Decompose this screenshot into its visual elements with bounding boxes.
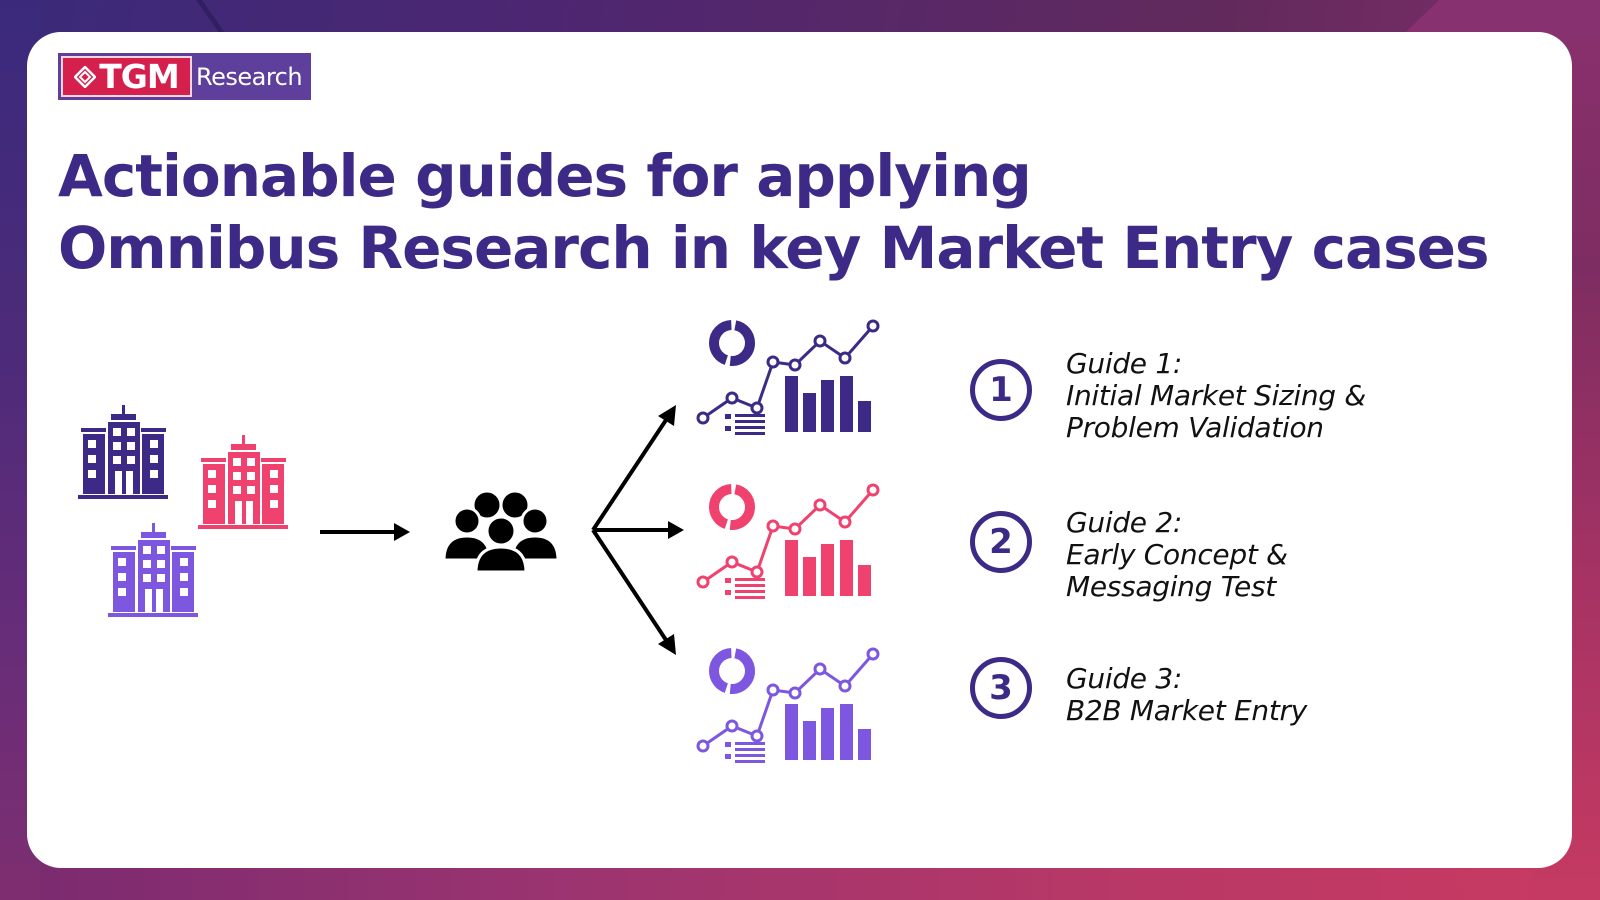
guide-text: Guide 1: Initial Market Sizing & Problem… [1066, 348, 1366, 444]
guide-heading: Guide 3: [1066, 662, 1182, 695]
guide-number-badge: 2 [970, 511, 1032, 573]
guide-number: 2 [989, 522, 1013, 562]
guide-heading: Guide 1: [1066, 347, 1182, 380]
branch-arrows-icon [591, 405, 684, 655]
guide-item-2: 2 Guide 2: Early Concept & Messaging Tes… [970, 507, 1288, 603]
group-of-people-icon [442, 489, 560, 572]
guide-number-badge: 3 [970, 657, 1032, 719]
logo-brand-suffix: Research [196, 62, 303, 91]
guide-text: Guide 2: Early Concept & Messaging Test [1066, 507, 1288, 603]
guide-number-badge: 1 [970, 359, 1032, 421]
building-icon [78, 405, 168, 499]
tgm-research-logo: TGM Research [58, 53, 311, 100]
arrow-right-icon [320, 523, 410, 541]
guide-description-line: Messaging Test [1066, 570, 1276, 603]
page-title-line-2: Omnibus Research in key Market Entry cas… [58, 214, 1490, 282]
diamond-logo-icon [74, 65, 97, 88]
analytics-dashboard-icon [696, 483, 880, 599]
building-icon [108, 523, 198, 617]
guide-description-line: B2B Market Entry [1066, 694, 1307, 727]
guide-number: 3 [989, 668, 1013, 708]
logo-brand-mark: TGM [99, 57, 179, 96]
analytics-dashboard-icon [696, 647, 880, 763]
analytics-dashboard-icon [696, 319, 880, 435]
logo-mark: TGM [61, 56, 192, 97]
guide-number: 1 [989, 370, 1013, 410]
guide-description-line: Early Concept & [1066, 538, 1288, 571]
guide-description-line: Initial Market Sizing & [1066, 379, 1366, 412]
guide-item-1: 1 Guide 1: Initial Market Sizing & Probl… [970, 348, 1366, 444]
page-title: Actionable guides for applying Omnibus R… [58, 140, 1518, 284]
guide-text: Guide 3: B2B Market Entry [1066, 663, 1307, 727]
guide-description-line: Problem Validation [1066, 411, 1324, 444]
building-icon [198, 435, 288, 529]
guide-item-3: 3 Guide 3: B2B Market Entry [970, 657, 1307, 727]
page-title-line-1: Actionable guides for applying [58, 142, 1032, 210]
content-card [27, 32, 1572, 868]
guide-heading: Guide 2: [1066, 506, 1182, 539]
